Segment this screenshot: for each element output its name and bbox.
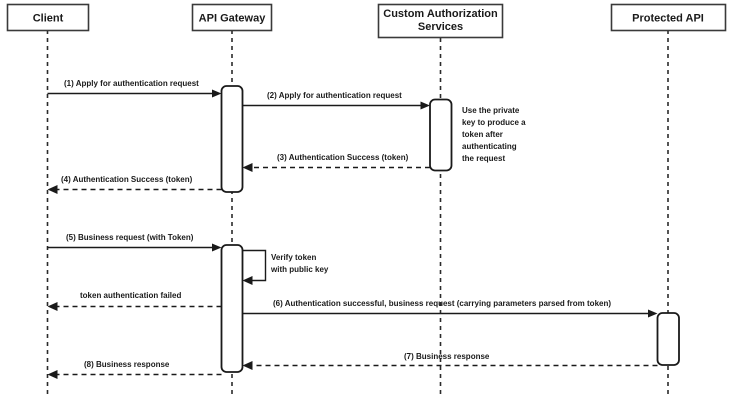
note-private-key: Use the private key to produce a token a… (462, 106, 526, 163)
message-6[interactable]: (6) Authentication successful, business … (242, 299, 658, 318)
participant-api-gateway[interactable]: API Gateway (191, 3, 273, 32)
activation-custom-auth (429, 98, 453, 172)
message-4-label: (4) Authentication Success (token) (61, 175, 193, 184)
participant-box-client[interactable] (6, 3, 90, 32)
message-8-arrowhead-icon (47, 370, 58, 379)
note-private-key-line-1: Use the private (462, 106, 520, 115)
message-5-label: (5) Business request (with Token) (66, 233, 194, 242)
message-7[interactable]: (7) Business response (242, 352, 658, 370)
note-private-key-line-3: token after (462, 130, 503, 139)
message-5[interactable]: (5) Business request (with Token) (47, 233, 222, 252)
activation-api-gateway-business (220, 244, 244, 373)
message-2[interactable]: (2) Apply for authentication request (242, 91, 431, 110)
note-private-key-line-5: the request (462, 154, 505, 163)
message-4-arrowhead-icon (47, 185, 58, 194)
message-2-label: (2) Apply for authentication request (267, 91, 402, 100)
message-token-authentication-failed-label: token authentication failed (80, 291, 181, 300)
message-1-label: (1) Apply for authentication request (64, 79, 199, 88)
message-6-arrowhead-icon (648, 309, 658, 318)
message-token-authentication-failed-arrowhead-icon (47, 302, 58, 311)
participant-label-custom-auth-line2: Services (418, 21, 463, 33)
participant-client[interactable]: Client (6, 3, 90, 32)
note-private-key-line-4: authenticating (462, 142, 517, 151)
participant-label-protected-api: Protected API (632, 12, 704, 24)
message-5-arrowhead-icon (212, 243, 222, 252)
message-8-label: (8) Business response (84, 360, 170, 369)
participant-box-protected-api[interactable] (610, 3, 727, 32)
activations-group (220, 85, 680, 373)
message-1[interactable]: (1) Apply for authentication request (47, 79, 222, 98)
message-3-label: (3) Authentication Success (token) (277, 153, 409, 162)
participant-label-custom-auth-line1: Custom Authorization (383, 8, 498, 20)
message-8[interactable]: (8) Business response (47, 360, 222, 379)
participant-label-client: Client (33, 12, 64, 24)
message-token-authentication-failed[interactable]: token authentication failed (47, 291, 222, 311)
message-4[interactable]: (4) Authentication Success (token) (47, 175, 222, 194)
message-3[interactable]: (3) Authentication Success (token) (242, 153, 431, 172)
activation-api-gateway-auth (220, 85, 244, 193)
message-6-label: (6) Authentication successful, business … (273, 299, 611, 308)
participant-box-custom-auth[interactable] (377, 3, 504, 39)
participant-custom-auth[interactable]: Custom Authorization Services (377, 3, 504, 39)
message-self-verify-token-label-line2: with public key (270, 265, 329, 274)
participant-protected-api[interactable]: Protected API (610, 3, 727, 32)
activation-protected-api (656, 312, 680, 366)
message-7-label: (7) Business response (404, 352, 490, 361)
message-7-arrowhead-icon (242, 361, 253, 370)
message-self-verify-token[interactable]: Verify token with public key (242, 249, 329, 286)
participant-box-api-gateway[interactable] (191, 3, 273, 32)
message-3-arrowhead-icon (242, 163, 253, 172)
message-2-arrowhead-icon (420, 101, 430, 110)
message-self-verify-token-arrowhead-icon (242, 276, 253, 285)
note-private-key-line-2: key to produce a (462, 118, 526, 127)
message-self-verify-token-line (242, 249, 267, 282)
message-1-arrowhead-icon (212, 89, 222, 98)
message-self-verify-token-label-line1: Verify token (271, 253, 316, 262)
participant-label-api-gateway: API Gateway (199, 12, 267, 24)
